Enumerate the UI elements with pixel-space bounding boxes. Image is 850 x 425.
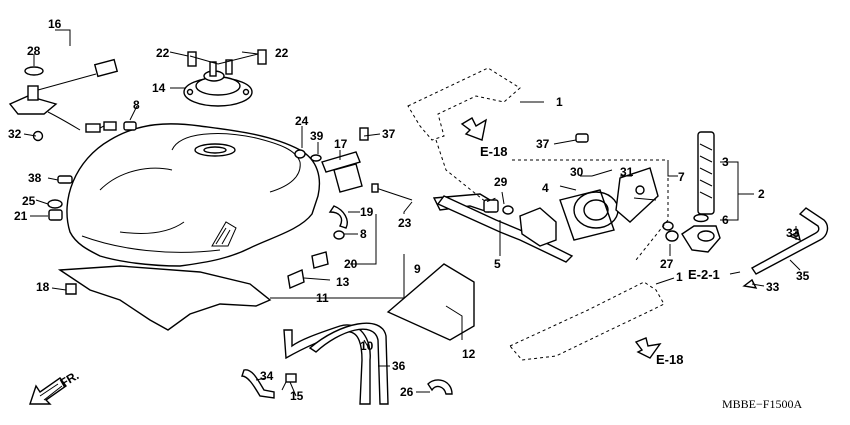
callout-10: 10 bbox=[360, 339, 374, 353]
rubber-20 bbox=[311, 251, 329, 269]
under-tray bbox=[57, 265, 272, 331]
callout-25: 25 bbox=[22, 194, 36, 208]
reference-labels: E-18 E-18 E-2-1 bbox=[480, 144, 720, 367]
callout-26: 26 bbox=[400, 385, 414, 399]
callout-labels: 16 28 22 22 14 8 32 38 25 21 18 24 39 17… bbox=[8, 17, 810, 403]
callout-16: 16 bbox=[48, 17, 62, 31]
heat-guard bbox=[386, 263, 475, 341]
hose-19 bbox=[328, 205, 348, 229]
rubber-13 bbox=[287, 269, 305, 289]
fuel-cap bbox=[183, 59, 253, 107]
callout-4: 4 bbox=[542, 181, 549, 195]
callout-37-left: 37 bbox=[382, 127, 396, 141]
callout-14: 14 bbox=[152, 81, 166, 95]
callout-5: 5 bbox=[494, 257, 501, 271]
callout-11: 11 bbox=[316, 291, 329, 305]
fuel-tank bbox=[66, 123, 321, 267]
callout-33-bottom: 33 bbox=[766, 280, 780, 294]
leader-lines bbox=[23, 29, 801, 397]
callout-33-top: 33 bbox=[786, 226, 800, 240]
callout-27: 27 bbox=[660, 257, 674, 271]
callout-37-right: 37 bbox=[536, 137, 550, 151]
callout-3: 3 bbox=[722, 155, 729, 169]
reference-arrows bbox=[460, 117, 662, 359]
callout-38: 38 bbox=[28, 171, 42, 185]
callout-1-bottom: 1 bbox=[676, 270, 683, 284]
callout-13: 13 bbox=[336, 275, 350, 289]
ref-e18-bottom: E-18 bbox=[656, 352, 683, 367]
callout-1-top: 1 bbox=[556, 95, 563, 109]
callout-2: 2 bbox=[758, 187, 765, 201]
callout-29: 29 bbox=[494, 175, 508, 189]
clip-27 bbox=[662, 221, 679, 242]
front-direction-arrow bbox=[29, 377, 67, 405]
fuel-pump-assembly bbox=[432, 167, 659, 263]
callout-36: 36 bbox=[392, 359, 406, 373]
tube-35 bbox=[750, 207, 829, 275]
diagram-code: MBBE−F1500A bbox=[722, 397, 802, 411]
callout-23: 23 bbox=[398, 216, 412, 230]
ref-e2-1: E-2-1 bbox=[688, 267, 720, 282]
callout-18: 18 bbox=[36, 280, 50, 294]
callout-19: 19 bbox=[360, 205, 374, 219]
callout-8-top: 8 bbox=[133, 98, 140, 112]
callout-15: 15 bbox=[290, 389, 304, 403]
callout-35: 35 bbox=[796, 269, 810, 283]
dashed-pump-box bbox=[512, 159, 669, 261]
callout-6: 6 bbox=[722, 213, 729, 227]
callout-24: 24 bbox=[295, 114, 309, 128]
callout-30: 30 bbox=[570, 165, 584, 179]
callout-22-right: 22 bbox=[275, 46, 289, 60]
callout-34: 34 bbox=[260, 369, 274, 383]
callout-22-left: 22 bbox=[156, 46, 170, 60]
callout-31: 31 bbox=[620, 165, 634, 179]
callout-17: 17 bbox=[334, 137, 348, 151]
callout-12: 12 bbox=[462, 347, 476, 361]
callout-32: 32 bbox=[8, 127, 22, 141]
callout-7: 7 bbox=[678, 170, 685, 184]
callout-8-bottom: 8 bbox=[360, 227, 367, 241]
fuel-level-sender bbox=[8, 58, 119, 133]
tube-34 bbox=[241, 369, 275, 399]
bolt-15 bbox=[281, 373, 297, 391]
callout-28: 28 bbox=[27, 44, 41, 58]
fasteners bbox=[32, 49, 709, 295]
callout-21: 21 bbox=[14, 209, 28, 223]
fuel-filter bbox=[681, 131, 721, 253]
clamp-26 bbox=[427, 379, 453, 395]
tube-36 bbox=[308, 322, 389, 405]
bracket-and-bolt bbox=[321, 151, 413, 201]
ref-e18-top: E-18 bbox=[480, 144, 507, 159]
callout-20: 20 bbox=[344, 257, 358, 271]
callout-39: 39 bbox=[310, 129, 324, 143]
callout-9: 9 bbox=[414, 262, 421, 276]
